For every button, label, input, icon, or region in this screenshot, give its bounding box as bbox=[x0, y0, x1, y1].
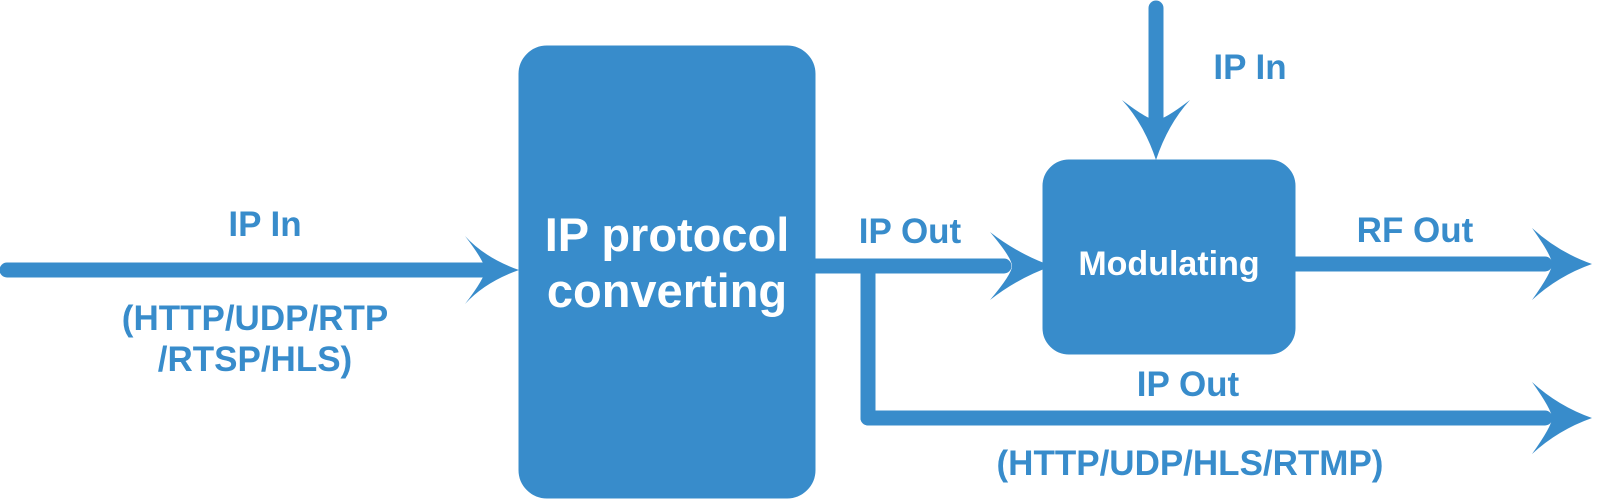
rf-output-arrowhead bbox=[1532, 228, 1592, 300]
protocol-converter-title: IP protocol converting bbox=[519, 207, 815, 320]
input-protocols: (HTTP/UDP/RTP /RTSP/HLS) bbox=[60, 298, 450, 381]
protocol-converter-title-line1: IP protocol bbox=[544, 208, 790, 261]
converter-output-arrowhead bbox=[990, 232, 1052, 300]
input-protocols-line2: /RTSP/HLS) bbox=[157, 340, 353, 380]
input-label: IP In bbox=[228, 205, 302, 244]
modulator-input-label: IP In bbox=[1213, 48, 1287, 87]
ip-output-label: IP Out bbox=[1136, 365, 1240, 404]
ip-output-protocols: (HTTP/UDP/HLS/RTMP) bbox=[996, 444, 1384, 483]
converter-output-label: IP Out bbox=[858, 212, 962, 251]
modulator-title: Modulating bbox=[1078, 245, 1260, 283]
input-protocols-line1: (HTTP/UDP/RTP bbox=[121, 299, 389, 338]
modulator-input-arrowhead bbox=[1122, 100, 1190, 160]
protocol-converter-title-line2: converting bbox=[546, 264, 788, 318]
ip-output-arrowhead bbox=[1532, 382, 1592, 454]
rf-output-label: RF Out bbox=[1356, 211, 1474, 250]
input-arrowhead bbox=[465, 236, 519, 304]
